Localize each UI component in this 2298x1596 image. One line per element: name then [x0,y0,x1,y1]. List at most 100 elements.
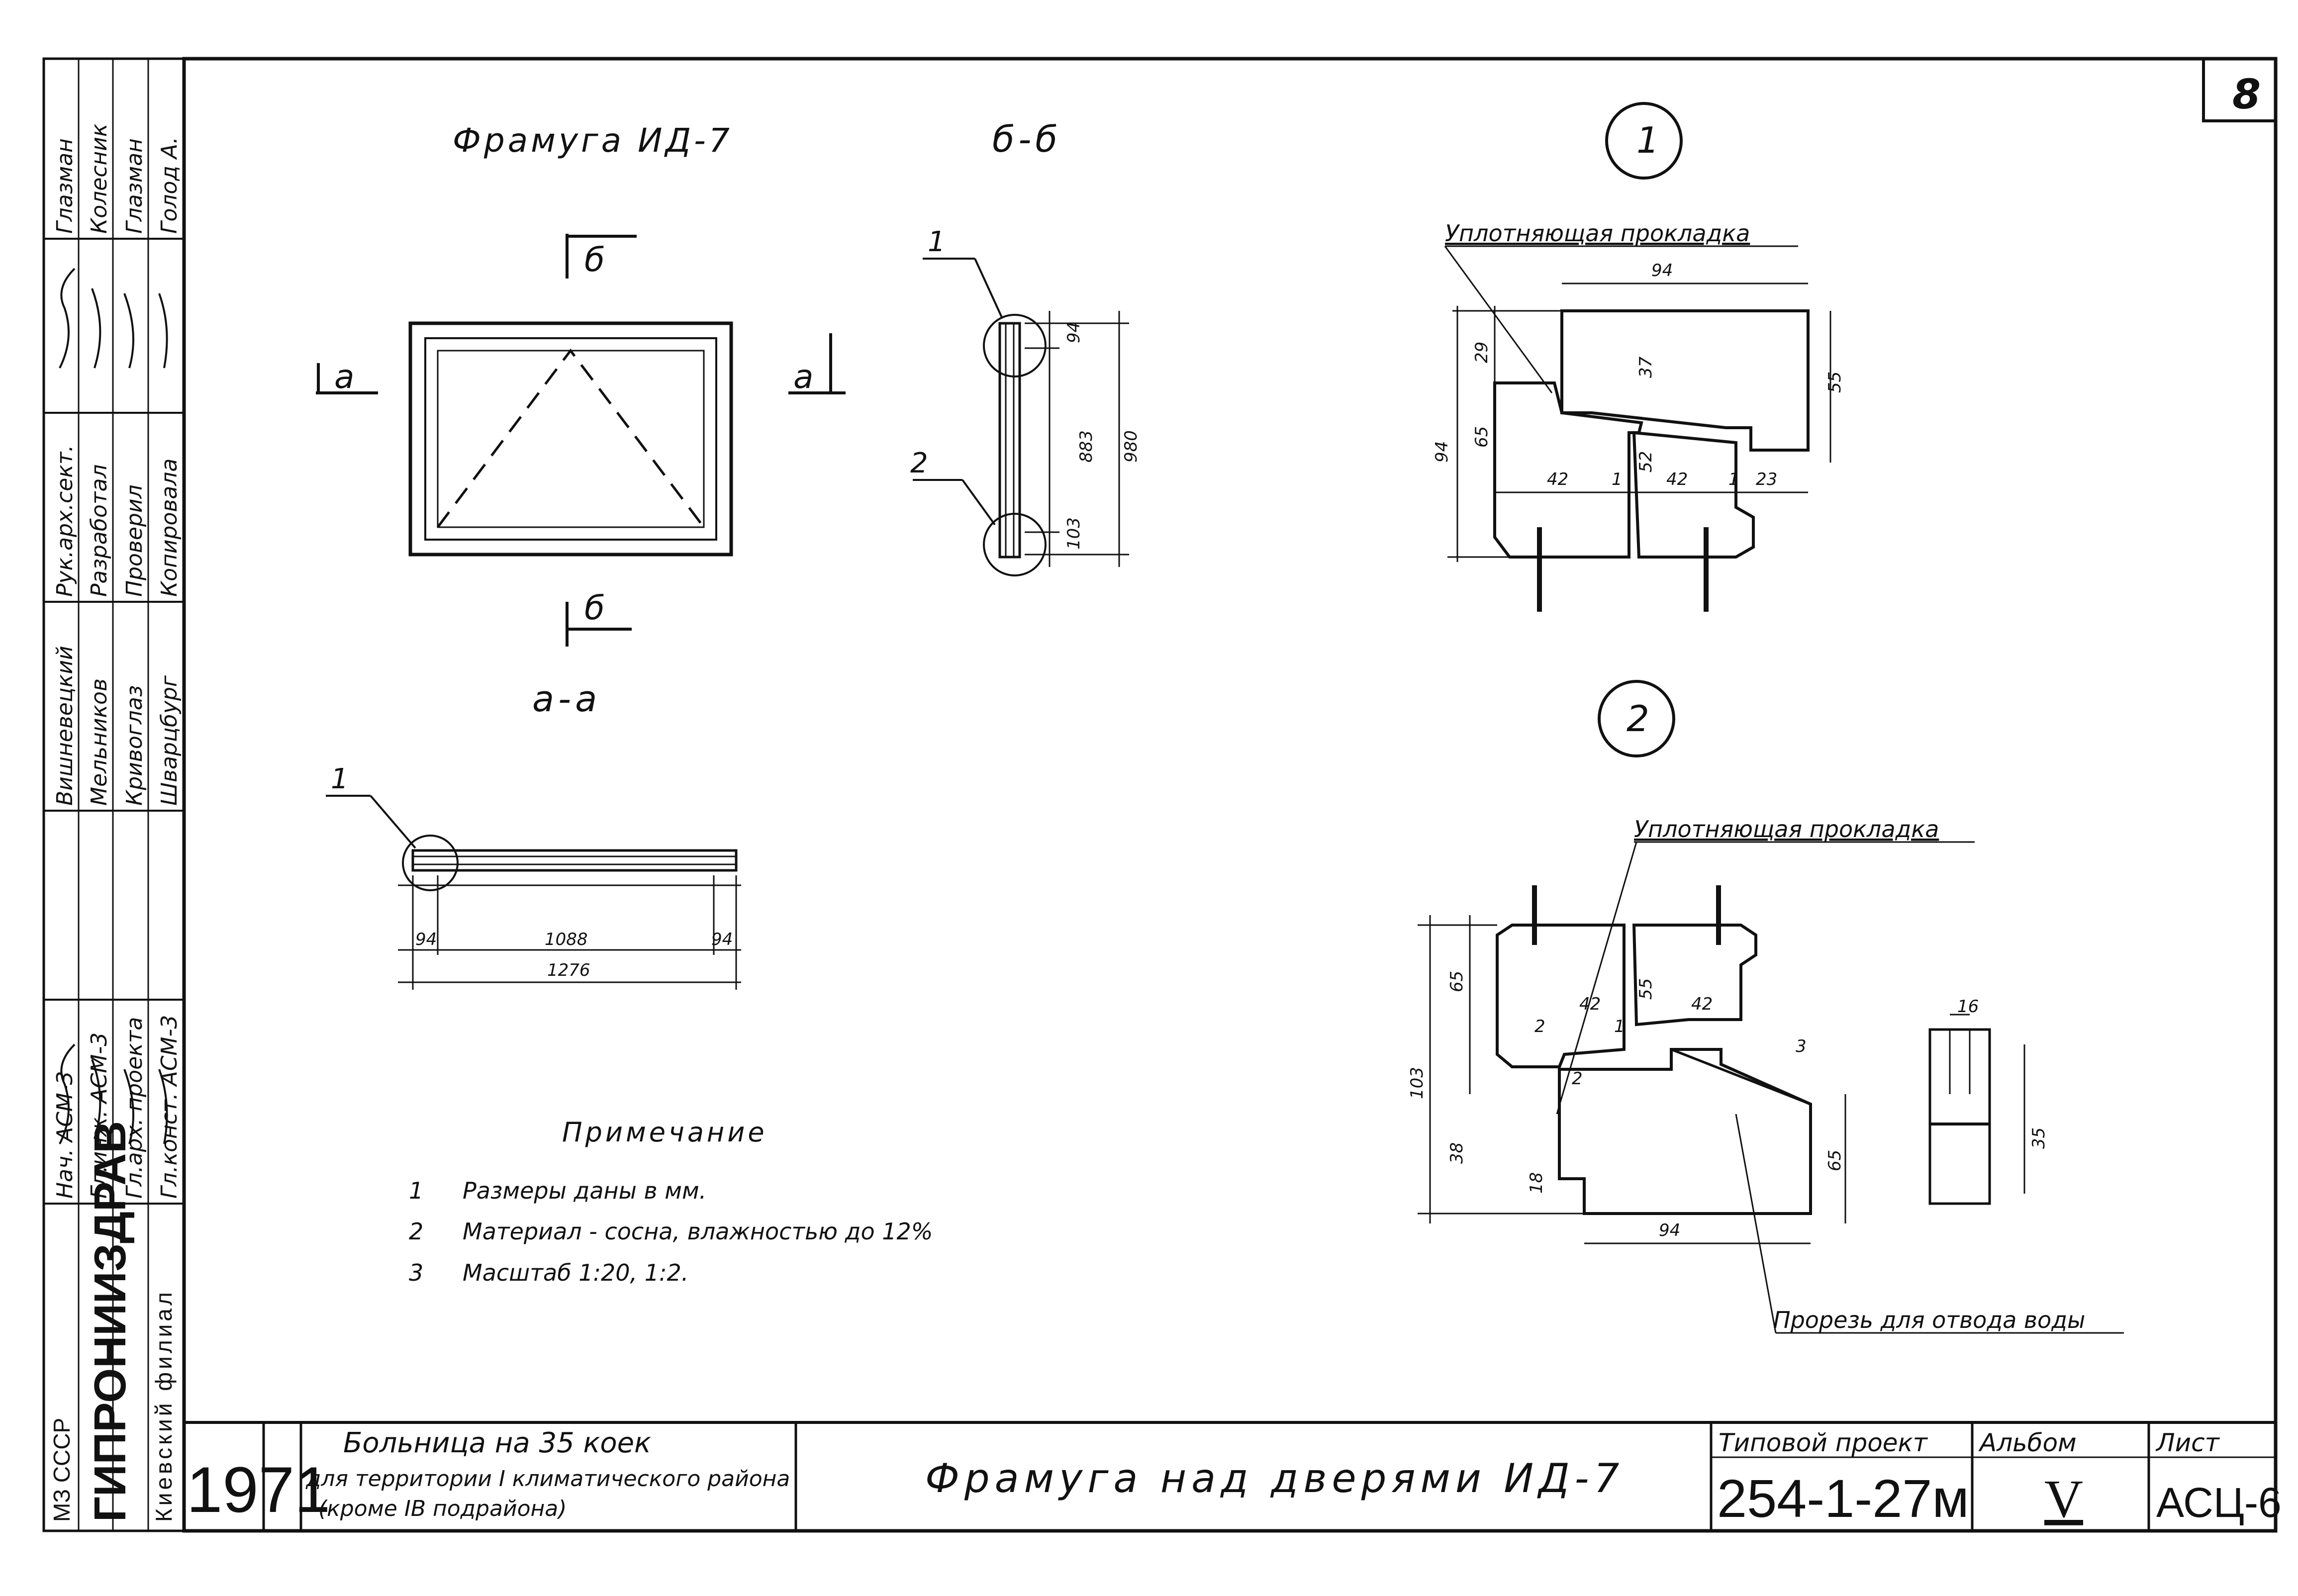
side-stamp [42,57,186,1532]
dim-text: 94 [711,930,733,949]
dim-text: 23 [1756,469,1777,489]
note-number: 3 [409,1259,423,1286]
cut-a-right: а [793,358,813,396]
stamp-name: Глазман [52,138,78,234]
dim-text: 42 [1691,994,1713,1014]
dim-text: 38 [1447,1142,1467,1164]
dim-text: 65 [1447,971,1467,992]
detail-1-seal-label: Уплотняющая прокладка [1445,220,1750,247]
dim-text: 42 [1547,469,1568,489]
note-text: Размеры даны в мм. [463,1177,706,1204]
dim-text: 37 [1636,356,1656,378]
stamp-left-roles: Нач. АСМ-3 Гл.инж. АСМ-3 Гл.арх. проекта… [52,1015,182,1199]
section-bb-title: б-б [992,118,1061,160]
stamp-role: Копировала [157,459,182,597]
stamp-name: Колесник [87,123,112,234]
stamp-role: Нач. АСМ-3 [52,1071,78,1199]
stamp-role: Гл.инж. АСМ-3 [87,1033,112,1199]
dim-text: 52 [1636,451,1656,472]
dim-text: 29 [1472,342,1492,363]
stamp-role: Рук.арх.сект. [52,445,78,597]
stamp-right-names: Глазман Колесник Глазман Голод А. [52,123,182,234]
dim-text: 2 [1534,1017,1545,1036]
section-aa-title: а-а [532,678,601,720]
object-name-line-3: (кроме IВ подрайона) [318,1496,567,1521]
callout-1-aa: 1 [331,763,349,795]
dim-text: 94 [1064,322,1084,343]
stamp-name: Шварцбург [157,675,182,806]
album-value: V [2044,1470,2083,1529]
stamp-role: Гл.арх. проекта [122,1017,147,1199]
callout-1: 1 [928,226,946,258]
project-number: 254-1-27м [1717,1468,1969,1528]
cut-b-bottom: б [584,589,605,627]
notes-title: Примечание [562,1117,767,1148]
detail-1-dims: 94 29 37 55 94 65 42 1 52 42 1 23 [1432,261,1845,489]
org-line-3: Киевский филиал [151,1289,177,1522]
cut-b-top: б [584,241,605,279]
title-block-lines [262,1422,2276,1531]
stamp-name: Голод А. [157,137,182,234]
project-label: Типовой проект [1719,1428,1928,1457]
dim-text: 55 [1636,978,1656,1000]
dim-text: 980 [1121,430,1141,463]
detail-1-number: 1 [1636,119,1659,161]
section-aa [326,795,741,990]
dim-text: 55 [1825,372,1845,393]
stamp-role: Гл.конст. АСМ-3 [157,1015,182,1199]
stamp-name: Глазман [122,138,147,234]
org-line-2: ГИПРОНИИЗДРАВ [86,1121,135,1522]
detail-2-number: 2 [1627,698,1649,740]
stamp-role: Проверил [122,484,147,597]
detail-2-dims: 65 42 55 42 103 2 1 3 38 18 65 94 16 35 … [1407,971,2049,1240]
section-bb [913,258,1129,576]
note-text: Масштаб 1:20, 1:2. [463,1259,688,1286]
detail-2-profile [1418,841,2124,1334]
dim-text: 103 [1407,1067,1427,1099]
dim-text: 2 [1572,1069,1583,1089]
dim-text: 103 [1064,517,1084,550]
dim-text: 65 [1472,426,1492,448]
detail-1-profile [1444,245,1831,612]
dim-text: 1 [1728,469,1739,489]
object-name-line-1: Больница на 35 коек [343,1427,651,1459]
dim-text: 1276 [547,960,590,980]
dim-text: 35 [2029,1127,2049,1149]
sheet-name: Фрамуга над дверями ИД-7 [925,1455,1624,1502]
stamp-role: Разработал [87,464,112,597]
dim-text: 883 [1076,430,1096,463]
notes-list: 1 Размеры даны в мм. 2 Материал - сосна,… [409,1177,933,1286]
album-label: Альбом [1978,1428,2077,1457]
transom-elevation [316,234,846,647]
title-block-year: 1971 [187,1453,330,1526]
detail-2-seal-label: Уплотняющая прокладка [1634,816,1939,843]
stamp-name: Мельников [87,678,112,806]
stamp-right-roles: Рук.арх.сект. Разработал Проверил Копиро… [52,445,182,597]
note-text: Материал - сосна, влажностью до 12% [463,1218,933,1245]
dim-text: 3 [1796,1036,1807,1056]
sheet-label: Лист [2155,1428,2220,1457]
stamp-name: Вишневецкий [52,646,78,806]
detail-2-marker [1598,680,1675,757]
detail-2-slot-label: Прорезь для отвода воды [1773,1307,2085,1333]
section-bb-dims: 94 883 980 103 [1064,322,1141,550]
dim-text: 1 [1614,1017,1625,1036]
dim-text: 42 [1666,469,1688,489]
dim-text: 16 [1957,997,1979,1017]
dim-text: 18 [1527,1172,1546,1194]
note-number: 2 [409,1218,423,1245]
dim-text: 65 [1825,1150,1845,1171]
section-aa-dims: 94 1088 94 1276 [415,930,733,980]
object-name-line-2: для территории I климатического района [305,1466,790,1492]
dim-text: 94 [415,930,437,949]
dim-text: 94 [1659,1220,1680,1240]
dim-text: 42 [1579,994,1601,1014]
note-number: 1 [409,1177,423,1204]
stamp-name: Кривоглаз [122,685,147,806]
dim-text: 1088 [545,930,588,949]
dim-text: 94 [1651,261,1673,281]
detail-1-marker [1605,102,1683,180]
cut-a-left: а [334,358,354,396]
stamp-left-names: Вишневецкий Мельников Кривоглаз Шварцбур… [52,646,182,806]
